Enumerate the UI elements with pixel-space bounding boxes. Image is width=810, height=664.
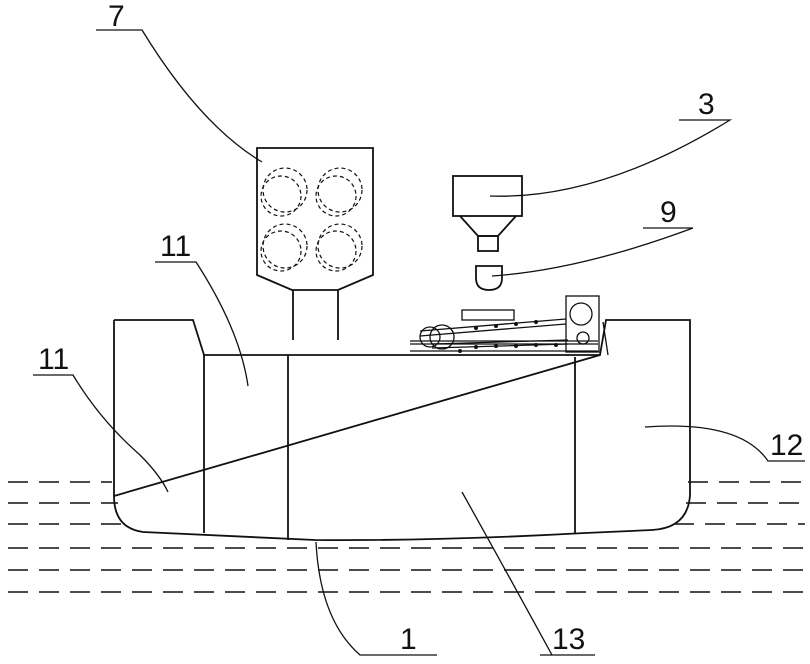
- storage-bin: [257, 148, 373, 340]
- hull: [114, 320, 690, 540]
- roll-circle: [261, 176, 301, 216]
- label-nozzle: 9: [660, 196, 677, 229]
- hull-outline-right: [114, 320, 690, 540]
- label-tank-left: 11: [38, 343, 69, 376]
- label-tank-upper-left: 11: [160, 230, 191, 263]
- feeder-funnel: [460, 216, 516, 236]
- belt-studs: [458, 320, 558, 353]
- hull-top-left: [114, 320, 410, 355]
- machine-roller: [570, 303, 592, 325]
- conveyor-machine: [410, 296, 608, 355]
- leader-3: [490, 120, 730, 196]
- leader-1: [316, 542, 437, 655]
- water-lines: [8, 482, 805, 592]
- conveyor-plate: [462, 310, 514, 320]
- leader-9: [492, 228, 693, 276]
- nozzle: [476, 266, 502, 290]
- roll-circle: [316, 176, 356, 216]
- bin-body: [257, 148, 373, 290]
- label-feeder: 3: [698, 88, 715, 121]
- roll-circle: [263, 168, 307, 212]
- conveyor-belt: [420, 319, 566, 336]
- roll-circle: [318, 168, 362, 212]
- label-tank-right: 12: [770, 429, 803, 462]
- leader-11-left: [33, 375, 168, 492]
- label-storage-bin: 7: [108, 0, 125, 33]
- label-hull: 1: [400, 623, 417, 656]
- feeder: [453, 176, 522, 251]
- leader-7: [96, 30, 262, 162]
- feeder-spout: [478, 236, 498, 251]
- machine-roller: [577, 332, 589, 344]
- label-main-hold: 13: [552, 623, 585, 656]
- leader-11-upper: [155, 262, 248, 386]
- roll-circle: [316, 231, 356, 271]
- roll-circle: [261, 231, 301, 271]
